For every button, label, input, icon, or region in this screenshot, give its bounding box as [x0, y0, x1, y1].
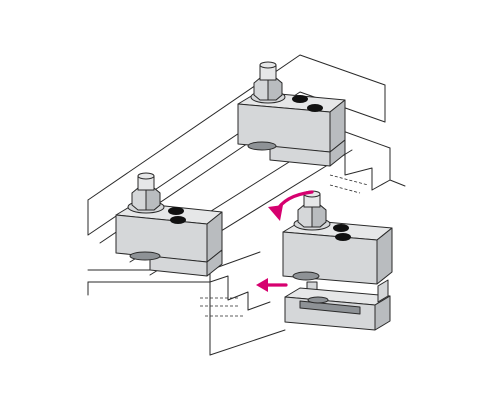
hole	[292, 95, 308, 103]
hole	[307, 104, 323, 112]
hole	[335, 233, 351, 241]
clamp-front-installed	[115, 172, 223, 277]
left-arrow-icon	[256, 278, 288, 292]
curved-arrow-icon	[268, 190, 314, 221]
hole	[333, 224, 349, 232]
clamp-back	[237, 61, 346, 167]
hole	[170, 216, 186, 224]
clamp-exploded	[282, 190, 393, 331]
hole	[168, 207, 184, 215]
